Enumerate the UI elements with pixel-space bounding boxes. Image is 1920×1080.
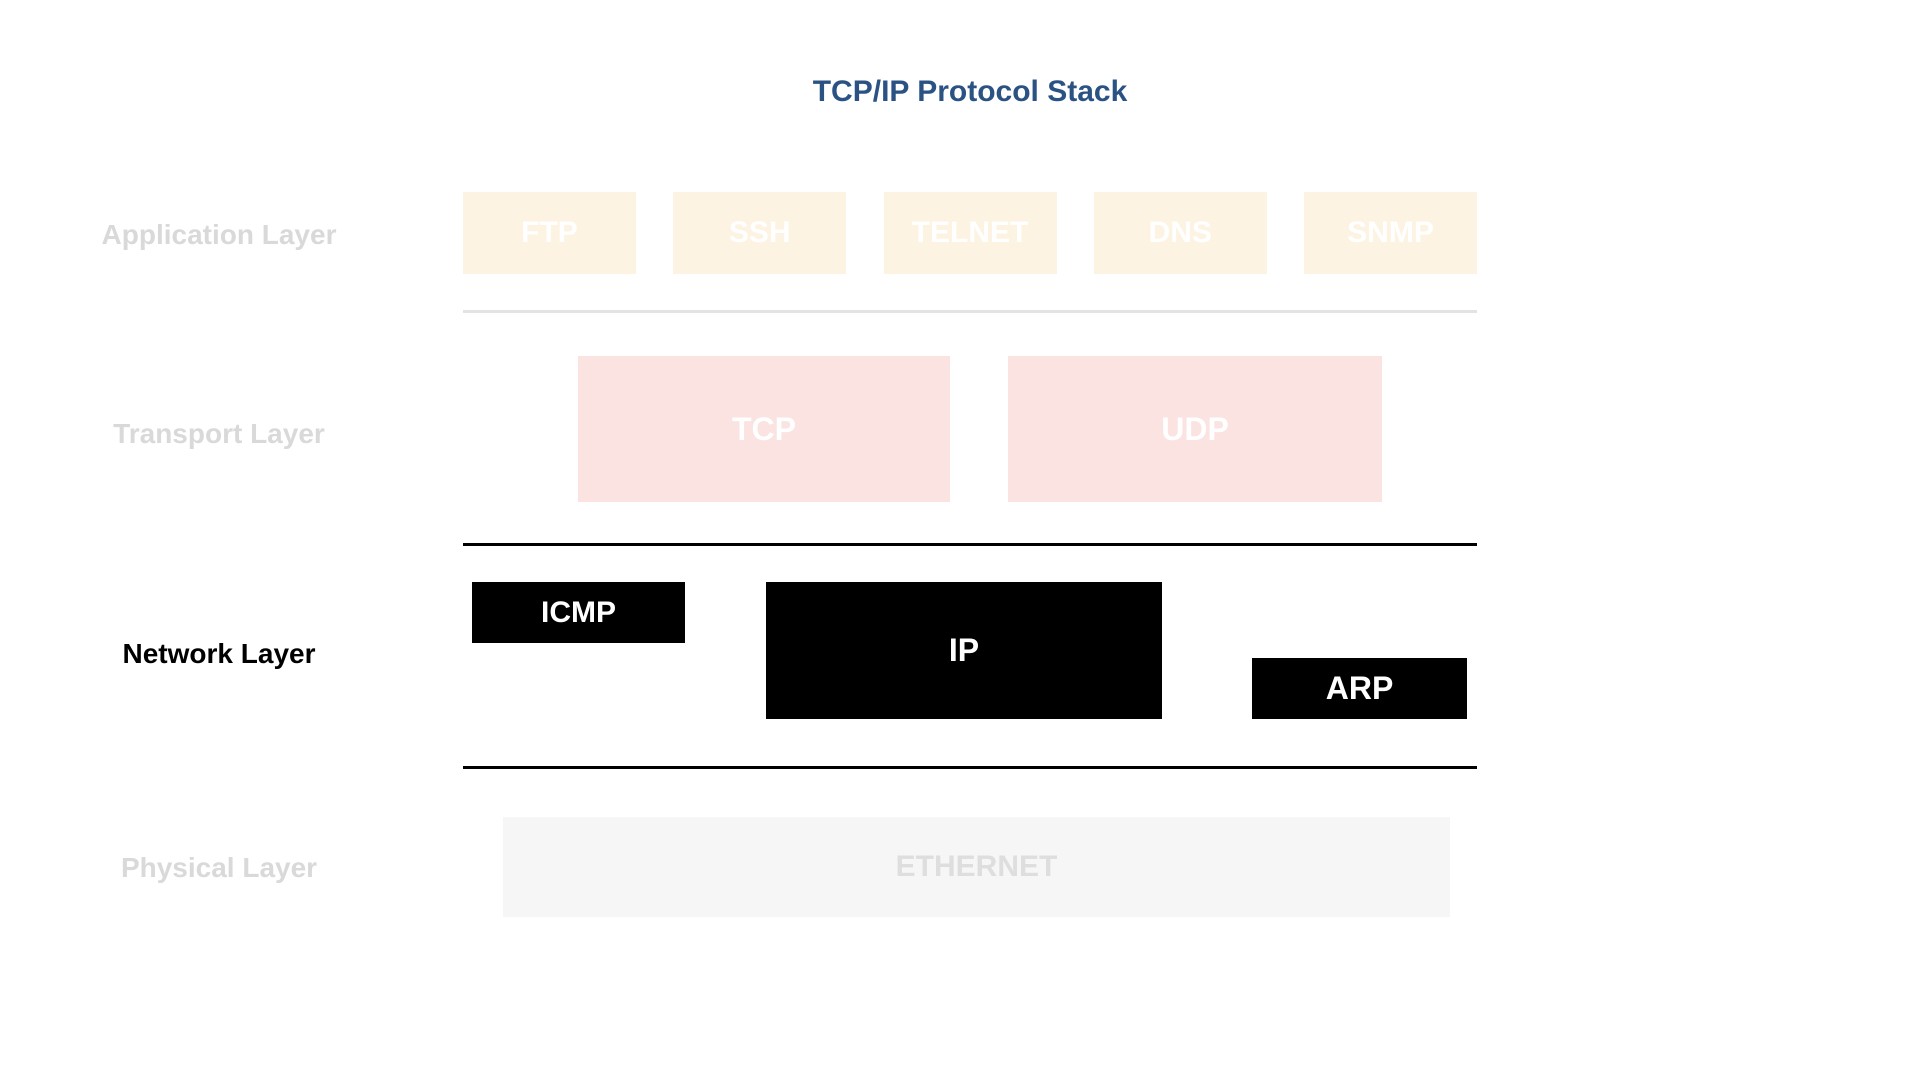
application-layer-row: FTP SSH TELNET DNS SNMP <box>463 192 1477 274</box>
divider-transport-network <box>463 543 1477 546</box>
layer-label-network: Network Layer <box>122 638 316 669</box>
protocol-box-udp: UDP <box>1008 356 1382 502</box>
protocol-box-icmp: ICMP <box>472 582 685 643</box>
protocol-box-tcp: TCP <box>578 356 950 502</box>
layer-label-application: Application Layer <box>101 219 337 250</box>
layer-label-physical: Physical Layer <box>120 852 318 883</box>
divider-network-physical <box>463 766 1477 769</box>
protocol-box-ftp: FTP <box>463 192 636 274</box>
protocol-box-dns: DNS <box>1093 192 1267 274</box>
protocol-box-ssh: SSH <box>673 192 847 274</box>
diagram-title: TCP/IP Protocol Stack <box>812 75 1128 108</box>
protocol-box-telnet: TELNET <box>883 192 1057 274</box>
divider-application-transport <box>463 310 1477 313</box>
protocol-box-arp: ARP <box>1252 658 1467 719</box>
protocol-box-ethernet: ETHERNET <box>503 817 1450 917</box>
layer-label-transport: Transport Layer <box>113 418 325 449</box>
protocol-box-snmp: SNMP <box>1304 192 1477 274</box>
protocol-box-ip: IP <box>766 582 1162 719</box>
